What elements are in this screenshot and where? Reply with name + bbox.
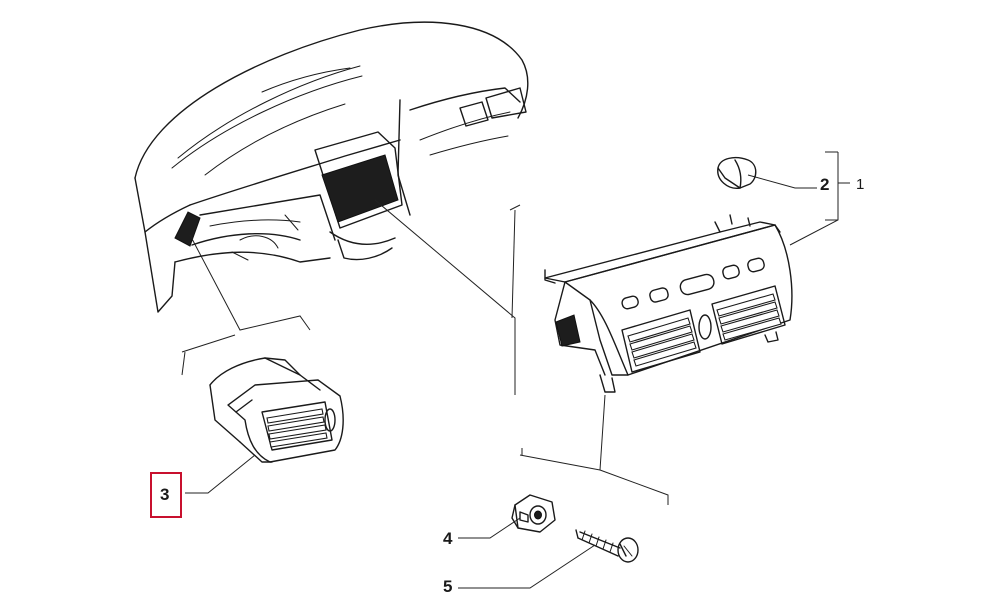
- screw-part: [575, 529, 639, 563]
- side-vent-part: [209, 357, 344, 463]
- callout-3-highlight-box: [150, 472, 182, 518]
- clip-part: [717, 156, 757, 189]
- callout-1-label: 1: [856, 176, 864, 193]
- dashboard-illustration: [134, 21, 529, 313]
- callout-3-label: 3: [160, 485, 169, 504]
- callout-leader-lines: [185, 151, 850, 589]
- callout-5-label: 5: [443, 577, 452, 596]
- explode-guide-lines: [181, 199, 669, 505]
- callout-2-label: 2: [820, 175, 829, 194]
- centre-vent-assembly: [544, 214, 793, 393]
- callout-4-label: 4: [443, 529, 453, 548]
- retainer-clip-part: [511, 494, 556, 533]
